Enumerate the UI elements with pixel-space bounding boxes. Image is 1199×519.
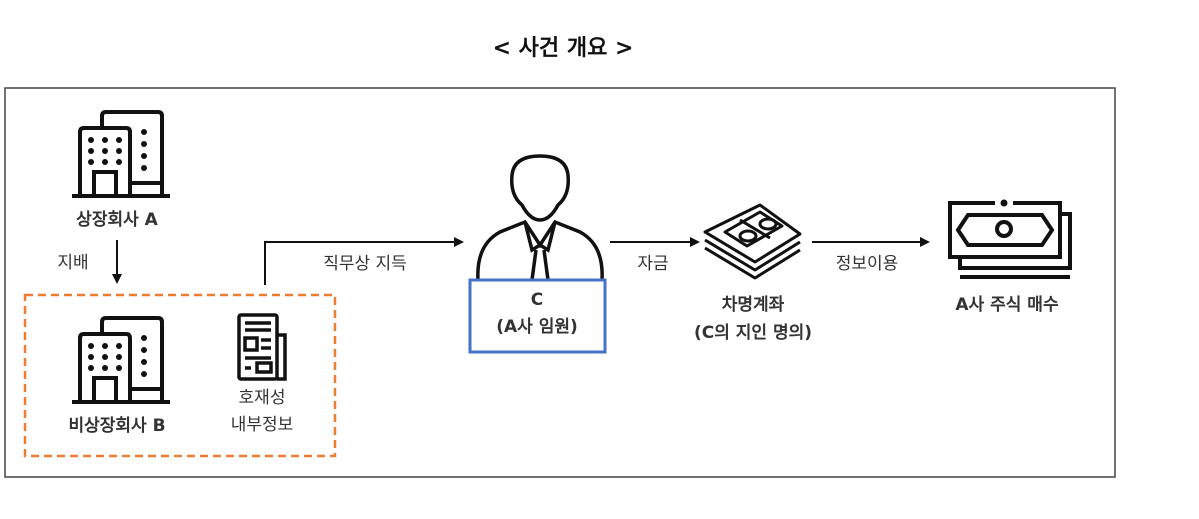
company-b-label: 비상장회사 B — [68, 416, 166, 436]
purchase-label: A사 주식 매수 — [955, 295, 1059, 315]
subsidiary-group-box — [23, 293, 337, 458]
building-icon — [72, 110, 170, 198]
person-icon — [476, 154, 604, 281]
acquire-label: 직무상 지득 — [323, 254, 407, 274]
account-label-line1: 차명계좌 — [721, 295, 785, 315]
outer-frame — [4, 87, 1116, 478]
money-stack-icon — [703, 203, 802, 280]
account-label-line2: (C의 지인 명의) — [693, 323, 813, 343]
cash-icon — [948, 199, 1072, 279]
control-label: 지배 — [57, 253, 89, 273]
funds-label: 자금 — [637, 254, 669, 274]
acquire-arrow — [264, 237, 464, 285]
info-label-line2: 내부정보 — [230, 415, 294, 435]
person-box — [468, 278, 607, 354]
person-name: C — [530, 290, 544, 310]
building-icon — [72, 316, 170, 404]
document-icon — [237, 313, 287, 381]
use-info-label: 정보이용 — [835, 254, 899, 274]
info-label-line1: 호재성 — [238, 388, 286, 408]
company-a-label: 상장회사 A — [76, 210, 158, 230]
person-role: (A사 임원) — [496, 317, 578, 337]
page-title: < 사건 개요 > — [492, 36, 634, 61]
